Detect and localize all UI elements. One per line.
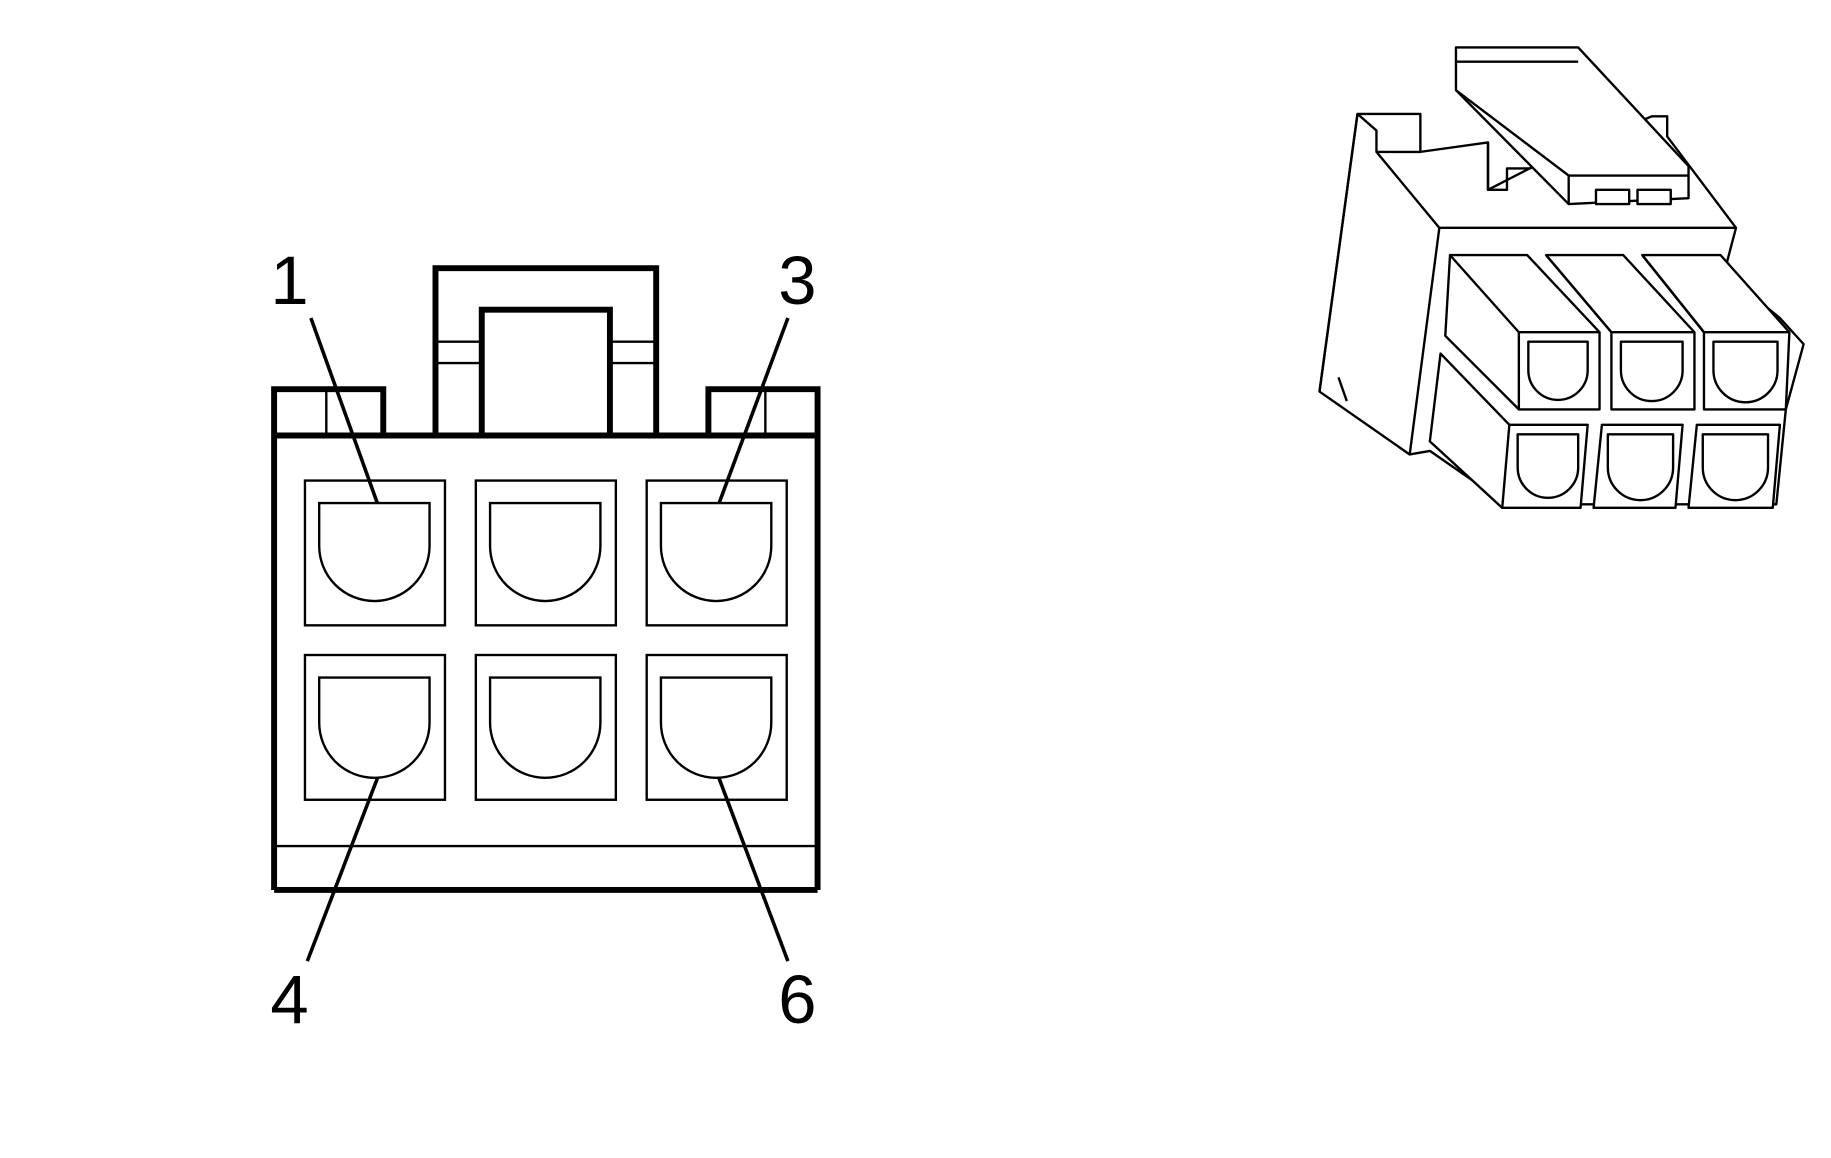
pin-label-1: 1 <box>270 242 308 319</box>
iso-cavity-top-3 <box>1641 253 1791 411</box>
iso-cavity-bottom-3 <box>1687 423 1782 510</box>
leader-line-pin-4 <box>305 777 380 962</box>
leader-line-pin-3 <box>717 317 790 504</box>
iso-cavity-bottom-1 <box>1428 352 1589 510</box>
connector-isometric-view <box>1318 46 1805 510</box>
iso-cavity-bottom-2 <box>1592 423 1684 510</box>
connector-housing <box>271 386 821 893</box>
iso-cavity-top-2 <box>1544 253 1696 411</box>
pin-label-6: 6 <box>778 961 816 1038</box>
leader-line-pin-6 <box>717 777 790 962</box>
pin-label-3: 3 <box>778 242 816 319</box>
cavity-5 <box>474 653 618 801</box>
cavity-1 <box>303 479 447 627</box>
pin-label-4: 4 <box>270 961 308 1038</box>
cavity-3 <box>645 479 788 627</box>
iso-cavity-top-1 <box>1444 253 1601 411</box>
leader-line-pin-1 <box>309 317 380 504</box>
cavity-2 <box>474 479 618 627</box>
cavity-6 <box>645 653 788 801</box>
connector-front-view: 1 3 4 6 <box>270 242 821 1038</box>
iso-latch <box>1454 46 1690 206</box>
cavity-4 <box>303 653 447 801</box>
